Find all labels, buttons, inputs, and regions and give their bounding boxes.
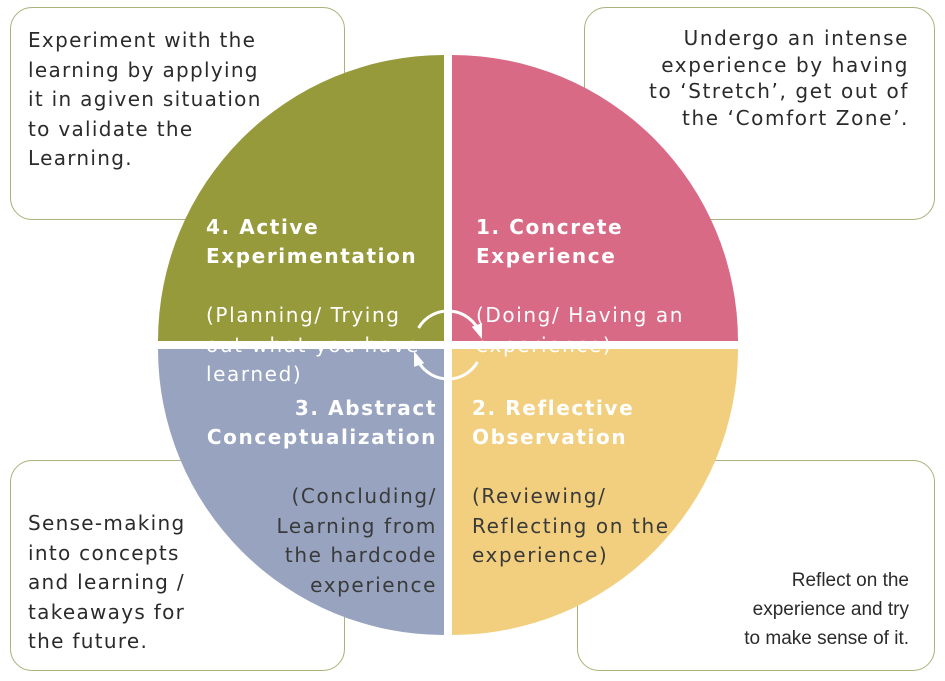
cycle-arrow-arc <box>414 356 479 381</box>
cycle-arrow-head <box>471 323 483 340</box>
quadrant-description: (Planning/ Trying out what you have lear… <box>206 303 420 386</box>
quadrant-concrete-experience: 1. Concrete Experience (Doing/ Having an… <box>476 183 684 390</box>
quadrant-description: (Concluding/ Learning from the hardcode … <box>276 484 437 597</box>
quadrant-title: 4. Active Experimentation <box>206 214 418 269</box>
quadrant-title: 2. Reflective Observation <box>472 395 635 450</box>
note-top-right: Undergo an intense experience by having … <box>649 26 909 130</box>
quadrant-title: 1. Concrete Experience <box>476 214 624 269</box>
quadrant-active-experimentation: 4. Active Experimentation (Planning/ Try… <box>206 183 420 419</box>
note-bottom-right: Reflect on the experience and try to mak… <box>744 570 909 649</box>
note-bottom-left: Sense-making into concepts and learning … <box>28 511 186 653</box>
cycle-arrows-icon <box>413 309 483 381</box>
quadrant-abstract-conceptualization: 3. Abstract Conceptualization (Concludin… <box>207 364 437 630</box>
note-top-left: Experiment with the learning by applying… <box>28 28 262 170</box>
cycle-arrow-head <box>413 350 425 367</box>
quadrant-shape-reflective <box>452 349 738 635</box>
quadrant-shape-active <box>158 55 444 341</box>
quadrant-description: (Reviewing/ Reflecting on the experience… <box>472 484 670 567</box>
cycle-arrow-arc <box>417 309 482 334</box>
quadrant-description: (Doing/ Having an experience) <box>476 303 685 357</box>
quadrant-shape-abstract <box>158 349 444 635</box>
quadrant-reflective-observation: 2. Reflective Observation (Reviewing/ Re… <box>472 364 670 600</box>
quadrant-title: 3. Abstract Conceptualization <box>206 395 437 450</box>
quadrant-shape-concrete <box>452 55 738 341</box>
